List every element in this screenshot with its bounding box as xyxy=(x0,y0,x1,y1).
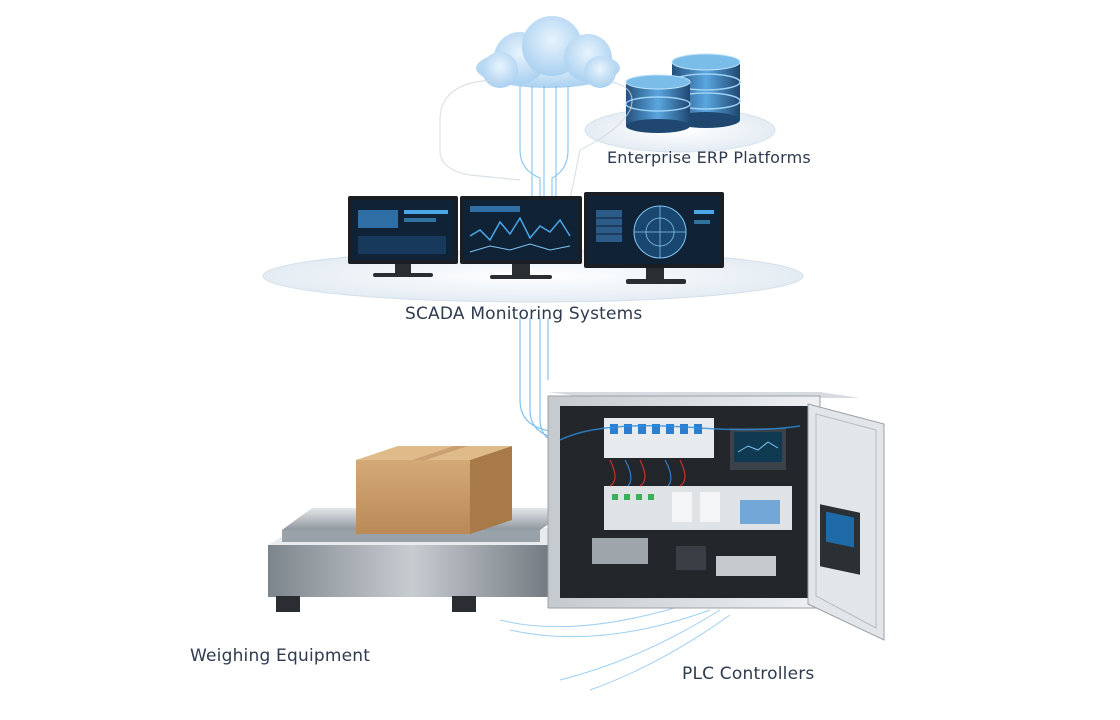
scale-plc-data-flow xyxy=(499,599,731,691)
cloud-scada-data-flow xyxy=(439,79,633,201)
cloud-icon xyxy=(476,16,620,88)
monitor-icon xyxy=(348,192,724,284)
database-icon xyxy=(625,53,741,133)
weighing-equipment-label: Weighing Equipment xyxy=(190,646,371,666)
scada-label: SCADA Monitoring Systems xyxy=(405,304,643,324)
erp-label: Enterprise ERP Platforms xyxy=(607,148,811,167)
plc-cabinet-icon xyxy=(547,392,885,641)
plc-controllers-label: PLC Controllers xyxy=(682,664,815,684)
plc-data-trace xyxy=(559,425,801,441)
box-icon xyxy=(356,446,512,534)
